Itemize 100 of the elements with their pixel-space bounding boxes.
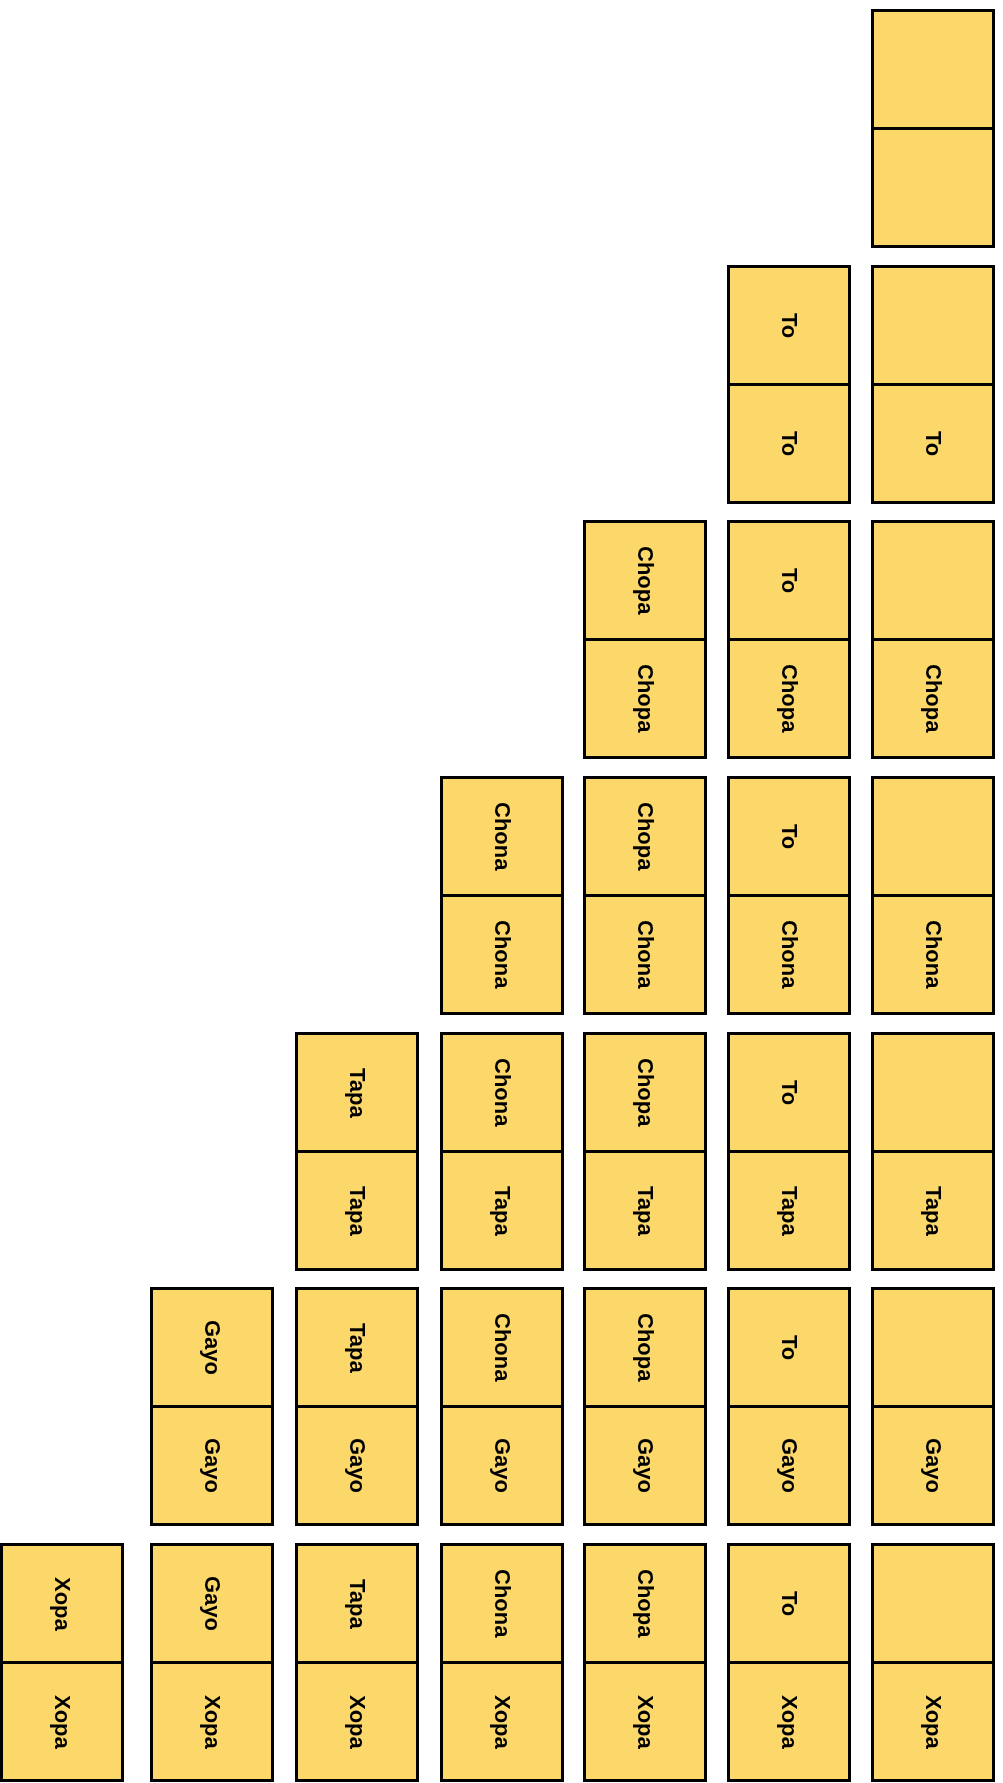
grid-cell [727,638,851,759]
grid-cell [295,1032,419,1153]
grid-cell [871,520,995,641]
grid-cell [871,894,995,1015]
grid-cell [871,9,995,130]
grid-cell [727,1661,851,1782]
cell-label: Chona [489,920,515,989]
grid-cell [583,1287,707,1408]
cell-label: Xopa [632,1694,658,1749]
cell-label: Xopa [776,1694,802,1749]
grid-cell [871,127,995,248]
grid-cell [0,1543,124,1664]
grid-cell [727,776,851,897]
cell-label: Tapa [632,1185,658,1236]
grid-cell [583,894,707,1015]
grid-cell [440,1405,564,1526]
grid-cell [871,1405,995,1526]
cell-label: Gayo [344,1438,370,1493]
cell-label: Chona [489,1569,515,1638]
grid-cell [727,894,851,1015]
grid-cell [727,1287,851,1408]
cell-label: To [776,1079,802,1106]
cell-label: Tapa [489,1185,515,1236]
cell-label: Chopa [632,1569,658,1638]
cell-label: To [776,567,802,594]
cell-label: To [776,1334,802,1361]
cell-label: Xopa [344,1694,370,1749]
grid-cell [871,638,995,759]
grid-cell [727,383,851,504]
cell-label: Chona [920,920,946,989]
grid-cell [727,1405,851,1526]
grid-cell [440,776,564,897]
grid-cell [727,1150,851,1271]
grid-cell [440,1287,564,1408]
cell-label: Chopa [632,1058,658,1127]
cell-label: Chona [489,802,515,871]
cell-label: Tapa [344,1067,370,1118]
cell-label: Gayo [489,1438,515,1493]
grid-cell [440,894,564,1015]
cell-label: Tapa [344,1322,370,1373]
cell-label: To [920,430,946,457]
cell-label: Chopa [632,802,658,871]
cell-label: Gayo [199,1320,225,1375]
cell-label: Xopa [49,1576,75,1631]
cell-label: Xopa [199,1694,225,1749]
grid-cell [295,1287,419,1408]
cell-label: Chopa [920,664,946,733]
cell-label: Tapa [776,1185,802,1236]
grid-cell [583,776,707,897]
cell-label: Chona [489,1058,515,1127]
grid-cell [0,1661,124,1782]
cell-label: Chona [489,1313,515,1382]
cell-label: Tapa [344,1185,370,1236]
cell-label: Chona [776,920,802,989]
cell-label: Gayo [776,1438,802,1493]
grid-cell [871,1032,995,1153]
cell-label: Xopa [489,1694,515,1749]
grid-cell [871,1287,995,1408]
grid-cell [440,1150,564,1271]
grid-cell [295,1661,419,1782]
grid-cell [150,1405,274,1526]
grid-cell [295,1543,419,1664]
grid-cell [150,1661,274,1782]
cell-label: To [776,1590,802,1617]
cell-label: Gayo [920,1438,946,1493]
cell-label: Tapa [344,1578,370,1629]
cell-label: Chopa [632,546,658,615]
grid-cell [150,1287,274,1408]
grid-cell [871,1543,995,1664]
grid-cell [440,1661,564,1782]
cell-label: To [776,823,802,850]
cell-label: Chopa [632,664,658,733]
grid-cell [295,1405,419,1526]
grid-cell [583,1032,707,1153]
grid-cell [727,520,851,641]
cell-label: Chopa [632,1313,658,1382]
grid-cell [583,520,707,641]
grid-cell [583,1405,707,1526]
cell-label: Xopa [920,1694,946,1749]
cell-label: Gayo [199,1438,225,1493]
cell-label: Gayo [199,1576,225,1631]
grid-cell [440,1543,564,1664]
grid-cell [871,776,995,897]
grid-cell [871,1661,995,1782]
cell-label: Gayo [632,1438,658,1493]
grid-cell [727,265,851,386]
grid-cell [871,1150,995,1271]
grid-cell [583,638,707,759]
cell-label: Chona [632,920,658,989]
cell-label: Xopa [49,1694,75,1749]
cell-label: To [776,312,802,339]
grid-cell [583,1661,707,1782]
grid-cell [583,1543,707,1664]
grid-cell [727,1543,851,1664]
grid-cell [727,1032,851,1153]
grid-cell [583,1150,707,1271]
grid-cell [871,383,995,504]
grid-cell [440,1032,564,1153]
grid-cell [295,1150,419,1271]
grid-cell [150,1543,274,1664]
